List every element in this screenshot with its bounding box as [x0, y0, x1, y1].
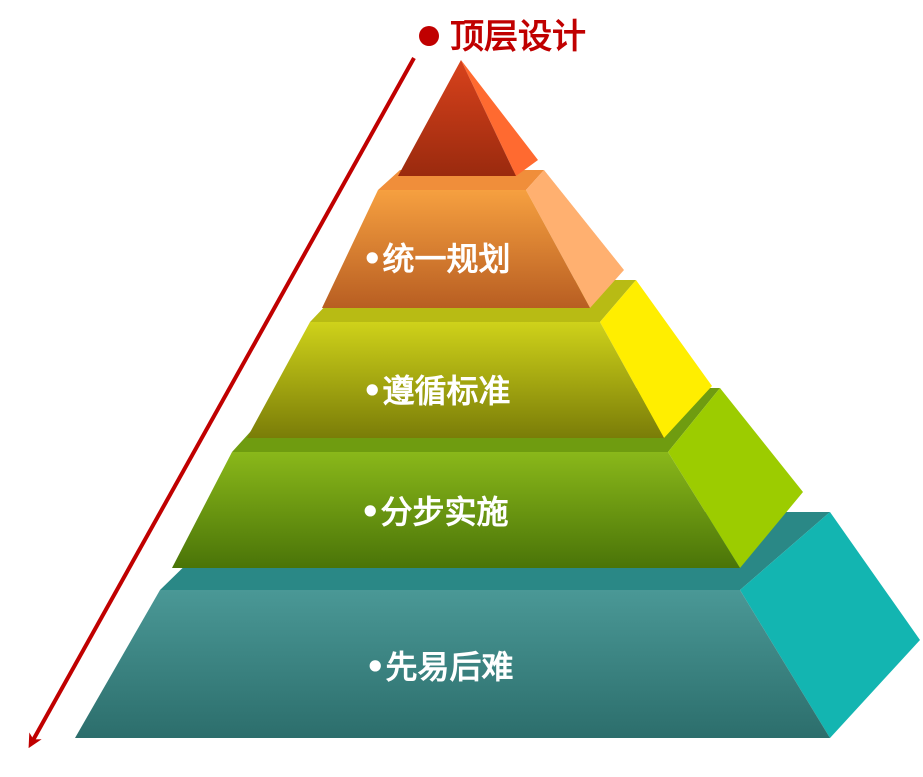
- layer-apex-front-face: [398, 60, 516, 176]
- layer-green-side-face: [668, 388, 803, 568]
- layer-yellow-front-face: [247, 322, 664, 438]
- title-dot-icon: [419, 26, 439, 46]
- layer-orange-side-face: [526, 170, 624, 308]
- layer-bottom-side-face: [740, 512, 920, 738]
- layer-bottom-front-face: [75, 590, 830, 738]
- layer-apex: [398, 60, 538, 176]
- direction-arrow: [28, 57, 416, 749]
- layer-green-label: •分步实施: [360, 493, 508, 531]
- layer-orange-front-face: [322, 190, 590, 308]
- layer-bottom-label: •先易后难: [365, 648, 513, 686]
- layer-orange: •统一规划: [322, 170, 624, 308]
- layer-apex-side-face: [461, 60, 538, 176]
- layer-yellow-side-face: [600, 280, 712, 438]
- layer-orange-label: •统一规划: [362, 240, 510, 278]
- layer-yellow-label: •遵循标准: [362, 372, 510, 410]
- diagram-title: 顶层设计: [450, 17, 586, 57]
- layer-green-front-face: [172, 452, 740, 568]
